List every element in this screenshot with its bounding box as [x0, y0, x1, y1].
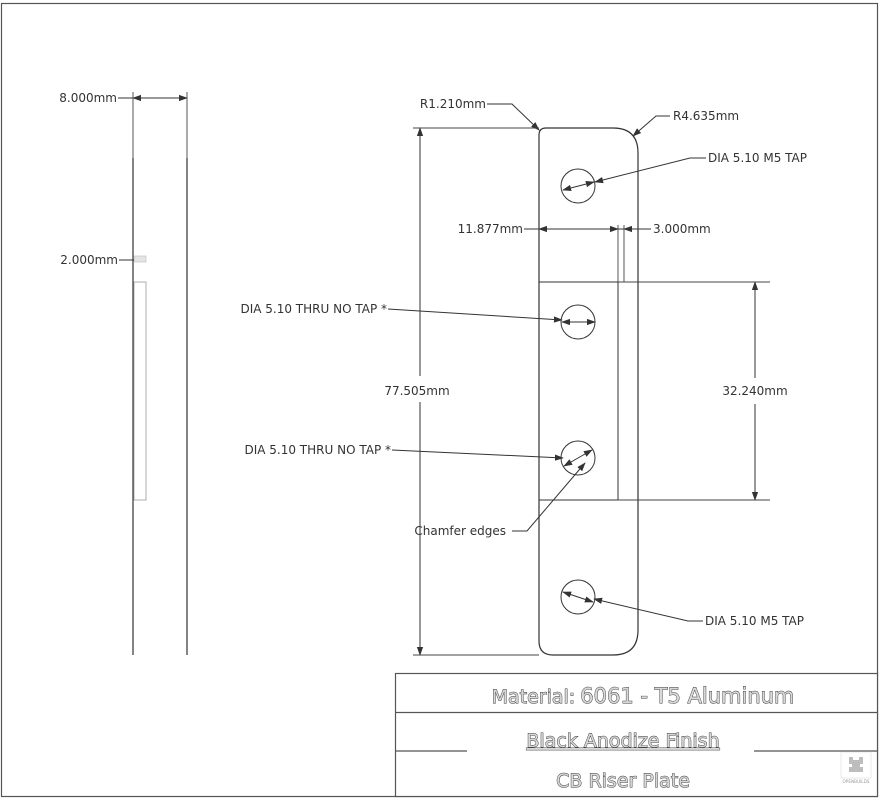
hole-bottom-leader [593, 597, 703, 622]
hole-mid-lower-leader [391, 449, 564, 461]
title-block: Material: 6061 - T5 Aluminum Black Anodi… [394, 672, 879, 798]
front-view: R1.210mm R4.635mm DIA 5.10 M5 TAP 11.877… [240, 97, 807, 656]
material-row: Material: 6061 - T5 Aluminum [492, 684, 795, 708]
material-label: Material: [492, 686, 576, 708]
chamfer-leader [512, 462, 586, 532]
radius-small-leader [487, 103, 540, 131]
radius-small-label: R1.210mm [420, 97, 486, 111]
side-view: 8.000mm 2.000mm [59, 91, 188, 655]
plate-outline [538, 127, 639, 656]
side-pocket-outline [133, 281, 147, 501]
offset-label: 3.000mm [653, 222, 711, 236]
hole-bottom-label: DIA 5.10 M5 TAP [705, 614, 804, 628]
side-step-dimension-label: 2.000mm [60, 253, 118, 267]
pocket-width-label: 11.877mm [458, 222, 523, 236]
openbuilds-logo-icon: OPENBUILDS [840, 751, 872, 784]
side-step-hatch [133, 255, 147, 263]
part-name-label: CB Riser Plate [556, 770, 690, 792]
chamfer-label: Chamfer edges [414, 524, 506, 538]
openbuilds-logo-text: OPENBUILDS [843, 779, 870, 784]
radius-large-label: R4.635mm [673, 109, 739, 123]
hole-bottom [560, 579, 596, 615]
hole-mid-upper-leader [387, 308, 563, 323]
pocket-outline [538, 281, 619, 501]
radius-large-leader [632, 115, 670, 137]
hole-top-diameter [562, 180, 595, 192]
side-width-dimension-label: 8.000mm [59, 91, 117, 105]
length-label: 77.505mm [384, 384, 449, 398]
hole-mid-lower-diameter [563, 449, 593, 467]
hole-mid-lower-label: DIA 5.10 THRU NO TAP * [244, 443, 391, 457]
hole-top-label: DIA 5.10 M5 TAP [708, 151, 807, 165]
hole-mid-upper-label: DIA 5.10 THRU NO TAP * [240, 302, 387, 316]
material-value: 6061 - T5 Aluminum [580, 684, 794, 708]
spacing-label: 32.240mm [722, 384, 787, 398]
hole-top-leader [594, 157, 706, 184]
title-block-frame [394, 672, 879, 798]
hole-top [560, 168, 596, 204]
finish-label: Black Anodize Finish [526, 730, 719, 752]
hole-bottom-diameter [562, 591, 594, 603]
